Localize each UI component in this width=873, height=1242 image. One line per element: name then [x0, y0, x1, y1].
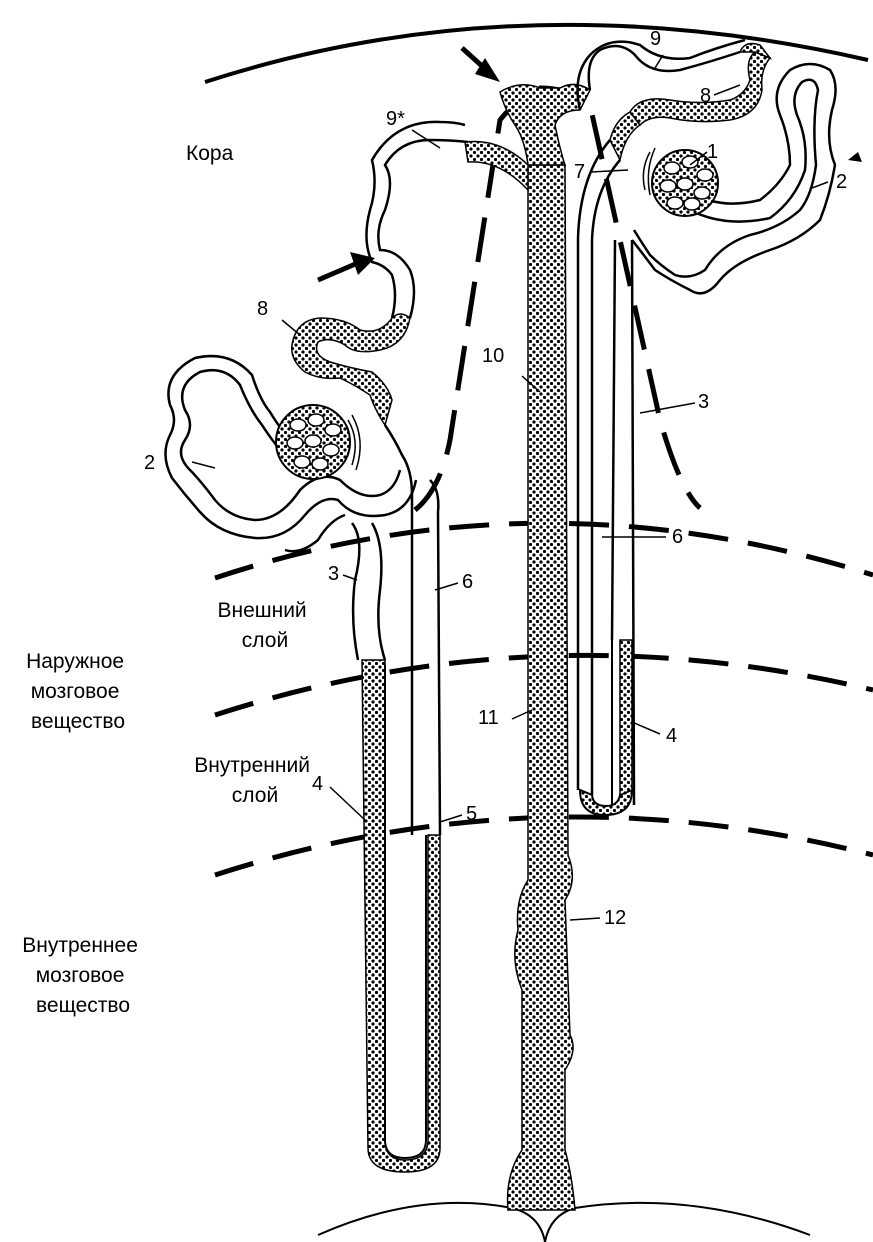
region-outer-stripe-line2: слой	[242, 629, 288, 652]
region-inner-medulla-line3: вещество	[36, 994, 130, 1017]
label-1: 1	[707, 141, 718, 163]
region-outer-medulla-line1: Наружное	[26, 650, 124, 673]
label-6-left: 6	[462, 571, 473, 593]
label-5: 5	[466, 803, 477, 825]
leader-lines	[192, 55, 828, 920]
label-9star: 9*	[386, 108, 405, 130]
region-outer-stripe-line1: Внешний	[217, 599, 306, 622]
region-inner-medulla-label: Внутреннее мозговое вещество	[22, 934, 143, 1017]
region-inner-stripe-line2: слой	[232, 784, 278, 807]
label-2-left: 2	[144, 452, 155, 474]
region-outer-stripe-label: Внешний слой	[217, 599, 312, 652]
region-inner-medulla-line2: мозговое	[36, 964, 125, 987]
region-outer-medulla-line3: вещество	[31, 710, 125, 733]
region-inner-stripe-line1: Внутренний	[194, 754, 310, 777]
label-7: 7	[574, 161, 585, 183]
label-2-right: 2	[836, 171, 847, 193]
label-3-right: 3	[698, 391, 709, 413]
kidney-capsule-line	[205, 25, 868, 82]
region-inner-medulla-line1: Внутреннее	[22, 934, 138, 957]
region-inner-stripe-label: Внутренний слой	[194, 754, 316, 807]
label-9: 9	[650, 28, 661, 50]
region-outer-medulla-line2: мозговое	[31, 680, 120, 703]
label-4-right: 4	[666, 725, 677, 747]
label-4-left: 4	[312, 773, 323, 795]
collecting-duct	[465, 84, 590, 1210]
region-cortex-label: Кора	[186, 142, 234, 165]
long-loop-nephron	[165, 122, 468, 1172]
label-11: 11	[478, 707, 499, 729]
region-outer-medulla-label: Наружное мозговое вещество	[26, 650, 130, 733]
arrow-left-icon	[318, 252, 375, 280]
label-8-right: 8	[700, 85, 711, 107]
arrow-top-icon	[462, 48, 500, 82]
label-3-left: 3	[328, 563, 339, 585]
label-6-right: 6	[672, 526, 683, 548]
label-12: 12	[604, 907, 626, 929]
star-mark-icon	[848, 152, 862, 162]
label-8-left: 8	[257, 298, 268, 320]
label-10: 10	[482, 345, 504, 367]
